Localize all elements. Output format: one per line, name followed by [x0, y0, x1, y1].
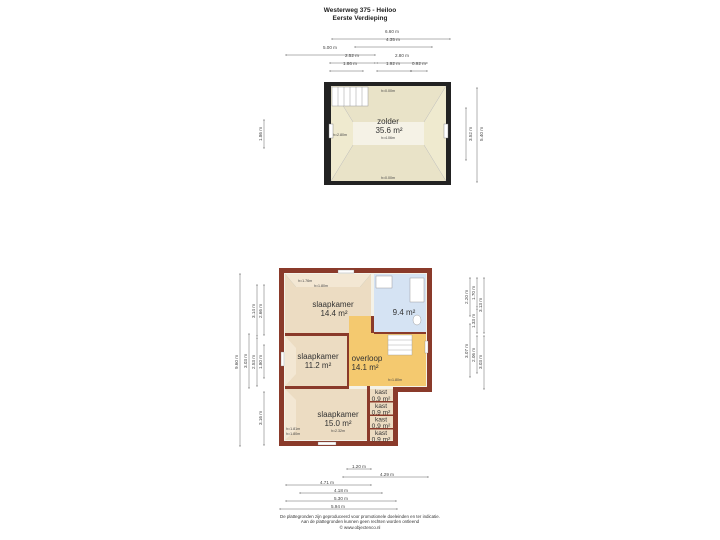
- attic-height-top: h=0.00m: [381, 89, 395, 93]
- right-dim-4: 3.13 m: [478, 298, 483, 312]
- left-dim-2: 3.03 m: [243, 354, 248, 368]
- dim-top-5: 2.80 m: [395, 53, 409, 58]
- header: Westerweg 375 - Heiloo Eerste Verdieping: [0, 7, 720, 23]
- closet-3-area: 0.9 m²: [372, 423, 391, 430]
- bedroom-1-area: 14.4 m²: [320, 309, 347, 318]
- bedroom-3-height-2: h=1.81m: [286, 427, 300, 431]
- attic-height-left: h=2.80m: [333, 133, 347, 137]
- right-dim-7: 3.03 m: [478, 355, 483, 369]
- bathroom-area: 9.4 m²: [393, 308, 416, 317]
- left-dim-1: 9.60 m: [234, 355, 239, 369]
- dim-top-2: 4.35 m: [386, 37, 400, 42]
- page-title: Westerweg 375 - Heiloo: [323, 7, 397, 14]
- bottom-dimension-lines: [279, 468, 429, 510]
- attic-room-name: zolder: [377, 117, 399, 126]
- disclaimer-line-1: De plattegronden zijn geproduceerd voor …: [280, 514, 440, 519]
- closet-4-name: kast: [375, 430, 387, 437]
- right-dimension-lines: [469, 277, 485, 390]
- bathroom-toilet: [412, 314, 422, 326]
- landing-name: overloop: [352, 354, 383, 363]
- attic-dim-right-2: 5.40 m: [479, 127, 484, 141]
- bottom-dim-2: 4.29 m: [380, 472, 394, 477]
- disclaimer-line-2: Aan de plattegronden kunnen geen rechten…: [300, 519, 420, 525]
- left-dim-6: 1.80 m: [258, 355, 263, 369]
- dim-top-1: 6.60 m: [385, 29, 399, 34]
- attic-dim-right-1: 3.52 m: [468, 127, 473, 141]
- attic-height-mid: h=4.06m: [381, 136, 395, 140]
- landing-height: h=1.80m: [388, 378, 402, 382]
- bottom-dim-6: 5.94 m: [331, 504, 345, 509]
- bedroom-3-window: [317, 441, 337, 446]
- attic-dimension-lines: [263, 87, 478, 183]
- bottom-dim-5: 5.30 m: [334, 496, 348, 501]
- first-floor-plan: h=1.76m h=1.80m slaapkamer 14.4 m² 9.4 m…: [279, 268, 432, 446]
- closet-3-name: kast: [375, 417, 387, 424]
- right-dim-2: 1.70 m: [471, 286, 476, 300]
- bedroom-3-height-3: h=1.80m: [286, 432, 300, 436]
- attic-window-right: [443, 123, 449, 139]
- landing-stairs: [387, 334, 413, 356]
- bottom-dim-1: 1.20 m: [352, 464, 366, 469]
- right-dim-1: 2.20 m: [464, 290, 469, 304]
- bedroom-3-area: 15.0 m²: [324, 419, 351, 428]
- top-dimension-labels: 6.60 m 4.35 m 5.00 m 2.52 m 2.80 m 1.86 …: [323, 29, 426, 66]
- attic-stairs: [331, 86, 369, 107]
- top-dimension-lines: [285, 38, 451, 72]
- closet-2-area: 0.9 m²: [372, 410, 391, 417]
- bedroom-1-height-1: h=1.76m: [298, 279, 312, 283]
- attic-dim-left: 1.86 m: [258, 127, 263, 141]
- attic-window-left: [328, 123, 334, 139]
- right-dim-3: 1.33 m: [471, 314, 476, 328]
- page-subtitle: Eerste Verdieping: [332, 15, 388, 22]
- attic-roof-slope-right: [424, 86, 446, 181]
- closet-1-name: kast: [375, 389, 387, 396]
- landing-window: [424, 340, 429, 354]
- left-dim-4: 2.66 m: [258, 304, 263, 318]
- bedroom-3-name: slaapkamer: [317, 410, 359, 419]
- bedroom-2-window: [280, 351, 285, 367]
- bedroom-3-height-1: h=2.32m: [331, 429, 345, 433]
- left-dim-5: 2.53 m: [251, 355, 256, 369]
- attic-room-area: 35.6 m²: [375, 126, 402, 135]
- left-dimension-lines: [239, 273, 265, 447]
- closet-4-area: 0.9 m²: [372, 437, 391, 444]
- attic-plan: h=0.00m zolder 35.6 m² h=2.80m h=4.06m h…: [324, 82, 451, 185]
- bedroom-2-name: slaapkamer: [297, 352, 339, 361]
- bottom-dim-4: 4.18 m: [334, 488, 348, 493]
- bathroom-sink: [375, 275, 393, 289]
- left-dim-7: 3.16 m: [258, 411, 263, 425]
- bedroom-2-area: 11.2 m²: [305, 361, 332, 370]
- dim-top-4: 2.52 m: [345, 53, 359, 58]
- bedroom-1-name: slaapkamer: [312, 300, 354, 309]
- dim-top-7: 1.92 m: [386, 61, 400, 66]
- attic-roof-slope-left: [331, 86, 353, 181]
- closets-column: [370, 389, 393, 441]
- right-dim-6: 2.06 m: [471, 348, 476, 362]
- bedroom-1-height-2: h=1.80m: [314, 284, 328, 288]
- bedroom-3-floor: [285, 389, 367, 440]
- footer-disclaimer: De plattegronden zijn geproduceerd voor …: [0, 514, 720, 530]
- bathroom-shower: [409, 277, 425, 303]
- disclaimer-line-3: © www.objectenco.nl: [339, 524, 381, 530]
- dim-top-8: 0.92 m: [412, 61, 426, 66]
- closet-labels: kast 0.9 m² kast 0.9 m² kast 0.9 m² kast…: [372, 389, 391, 444]
- dim-top-3: 5.00 m: [323, 45, 337, 50]
- attic-height-bottom: h=0.00m: [381, 176, 395, 180]
- attic-roof-slope-bottom: [331, 145, 446, 181]
- left-dim-3: 3.14 m: [251, 304, 256, 318]
- closet-2-name: kast: [375, 403, 387, 410]
- bedroom-1-window: [337, 269, 355, 274]
- dim-top-6: 1.86 m: [343, 61, 357, 66]
- right-dim-5: 3.07 m: [464, 344, 469, 358]
- bottom-dim-3: 4.71 m: [320, 480, 334, 485]
- closet-1-area: 0.9 m²: [372, 396, 391, 403]
- landing-area: 14.1 m²: [351, 363, 378, 372]
